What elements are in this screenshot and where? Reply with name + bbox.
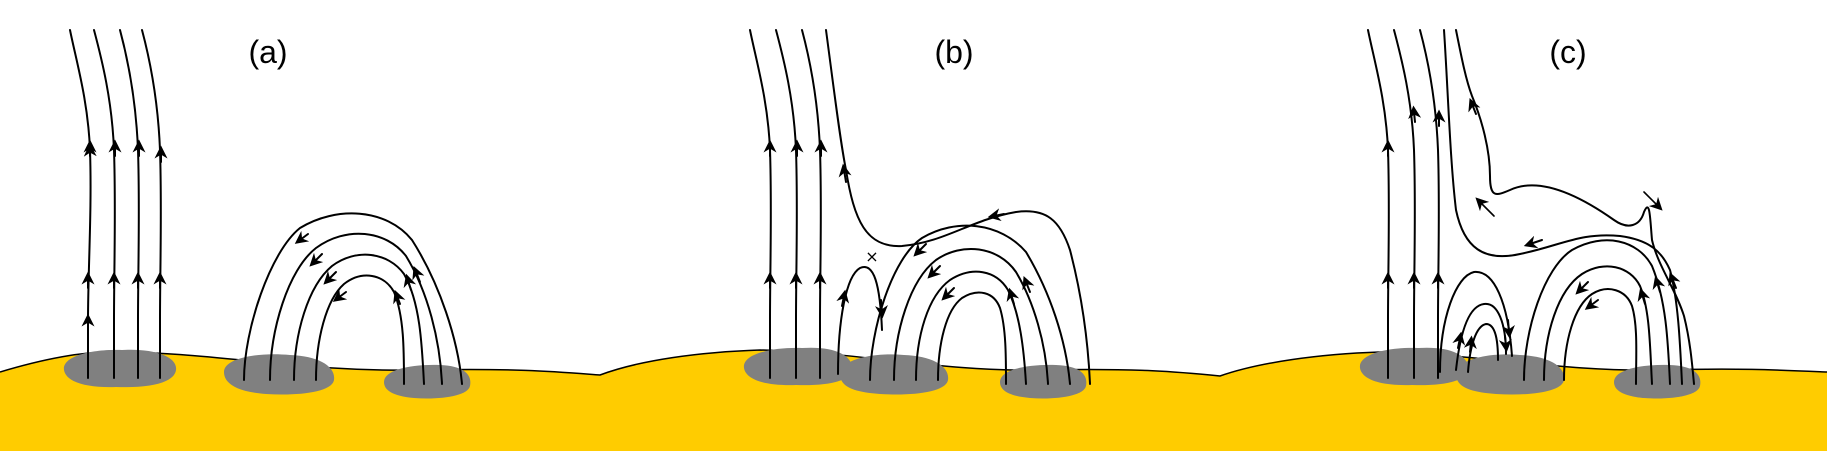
field-line-a-loop-3-arrow	[323, 270, 338, 285]
field-line-b-loop-4	[937, 291, 1007, 385]
field-line-b-open-1	[749, 29, 772, 379]
field-line-b-loop-3-arrow-b	[1006, 287, 1020, 305]
field-line-a-loop-2-arrow	[309, 252, 324, 267]
field-line-b-loop-2-arrow	[927, 264, 942, 279]
sunspot-a-left	[63, 349, 177, 388]
field-line-a-loop-4	[315, 274, 405, 385]
field-line-a-loop-4-arrow-b	[393, 289, 406, 305]
sunspot-b-left	[743, 347, 852, 386]
field-line-b-small-loop-arrow1	[836, 289, 850, 307]
field-line-b-reconnected	[825, 29, 1091, 385]
field-line-c-kinked-arrow1	[1468, 97, 1481, 115]
sunspot-b-right	[1000, 364, 1087, 399]
field-line-c-loop-3-arrow	[1584, 296, 1600, 310]
field-line-c-loop-2-arrow-b	[1637, 287, 1651, 305]
field-line-c-loop-1-arrow	[1652, 275, 1666, 293]
field-line-a-open-1	[69, 29, 97, 379]
panel-label-b: (b)	[934, 34, 973, 70]
sunspot-a-right	[384, 364, 471, 399]
field-line-c-reconnected-1-arrow	[1523, 235, 1543, 249]
field-line-c-kinked-arrow2	[1668, 271, 1681, 289]
panel-b: (b) ×	[743, 29, 1091, 399]
field-line-c-small-loop-3-arrow	[1463, 335, 1477, 353]
outflow-arrow-left	[1475, 197, 1495, 217]
field-line-a-loop-1-arrow	[294, 230, 310, 244]
field-line-b-reconnected-arrow1	[838, 163, 852, 183]
field-line-a-loop-2	[269, 232, 443, 385]
field-line-b-open-3	[801, 29, 822, 379]
panel-a: (a)	[63, 29, 471, 399]
field-line-b-loop-3	[915, 270, 1027, 385]
panel-label-c: (c)	[1549, 34, 1586, 70]
field-line-c-open-2	[1393, 29, 1416, 379]
panel-c: (c)	[1359, 29, 1701, 399]
field-line-c-small-loop-2-arrow	[1452, 331, 1466, 349]
field-line-c-kinked	[1455, 29, 1695, 385]
field-line-c-small-loop-1	[1439, 270, 1513, 373]
field-line-a-loop-4-arrow	[332, 288, 348, 302]
null-point-marker-b: ×	[865, 247, 878, 266]
field-line-a-loop-2-arrow-b	[412, 265, 425, 283]
field-line-b-reconnected-arrow2	[987, 208, 1005, 222]
field-line-b-open-2	[775, 29, 798, 379]
field-line-a-loop-3	[293, 253, 425, 385]
field-line-b-loop-1-arrow	[913, 242, 928, 257]
field-line-a-open-3	[119, 29, 140, 379]
field-line-a-loop-1	[243, 212, 463, 385]
field-line-c-open-2-arrow2	[1408, 105, 1422, 123]
field-line-b-loop-2	[893, 247, 1049, 385]
field-line-a-loop-3-arrow-b	[403, 273, 417, 291]
field-line-c-small-loop-2-arrow-b	[1498, 335, 1512, 353]
field-line-c-loop-2	[1543, 265, 1653, 385]
field-line-c-loop-1	[1523, 239, 1671, 385]
field-line-c-loop-3	[1563, 288, 1638, 385]
outflow-arrow-right	[1643, 191, 1663, 211]
field-line-b-small-loop	[837, 266, 883, 375]
field-line-b-loop-1	[869, 224, 1071, 385]
field-line-a-open-2	[93, 29, 116, 379]
field-line-b-loop-3-arrow	[941, 286, 956, 301]
field-line-c-small-loop-1-arrow	[1501, 319, 1515, 339]
panel-label-a: (a)	[248, 34, 287, 70]
field-line-b-loop-2-arrow-b	[1022, 275, 1035, 293]
field-line-c-open-1	[1367, 29, 1390, 379]
field-line-a-open-4	[141, 29, 162, 379]
sunspot-a-middle	[224, 354, 335, 395]
sunspot-c-right	[1614, 364, 1701, 399]
field-line-c-open-3	[1419, 29, 1440, 379]
field-line-c-loop-2-arrow	[1575, 280, 1590, 295]
sunspot-c-middle	[1456, 354, 1565, 395]
